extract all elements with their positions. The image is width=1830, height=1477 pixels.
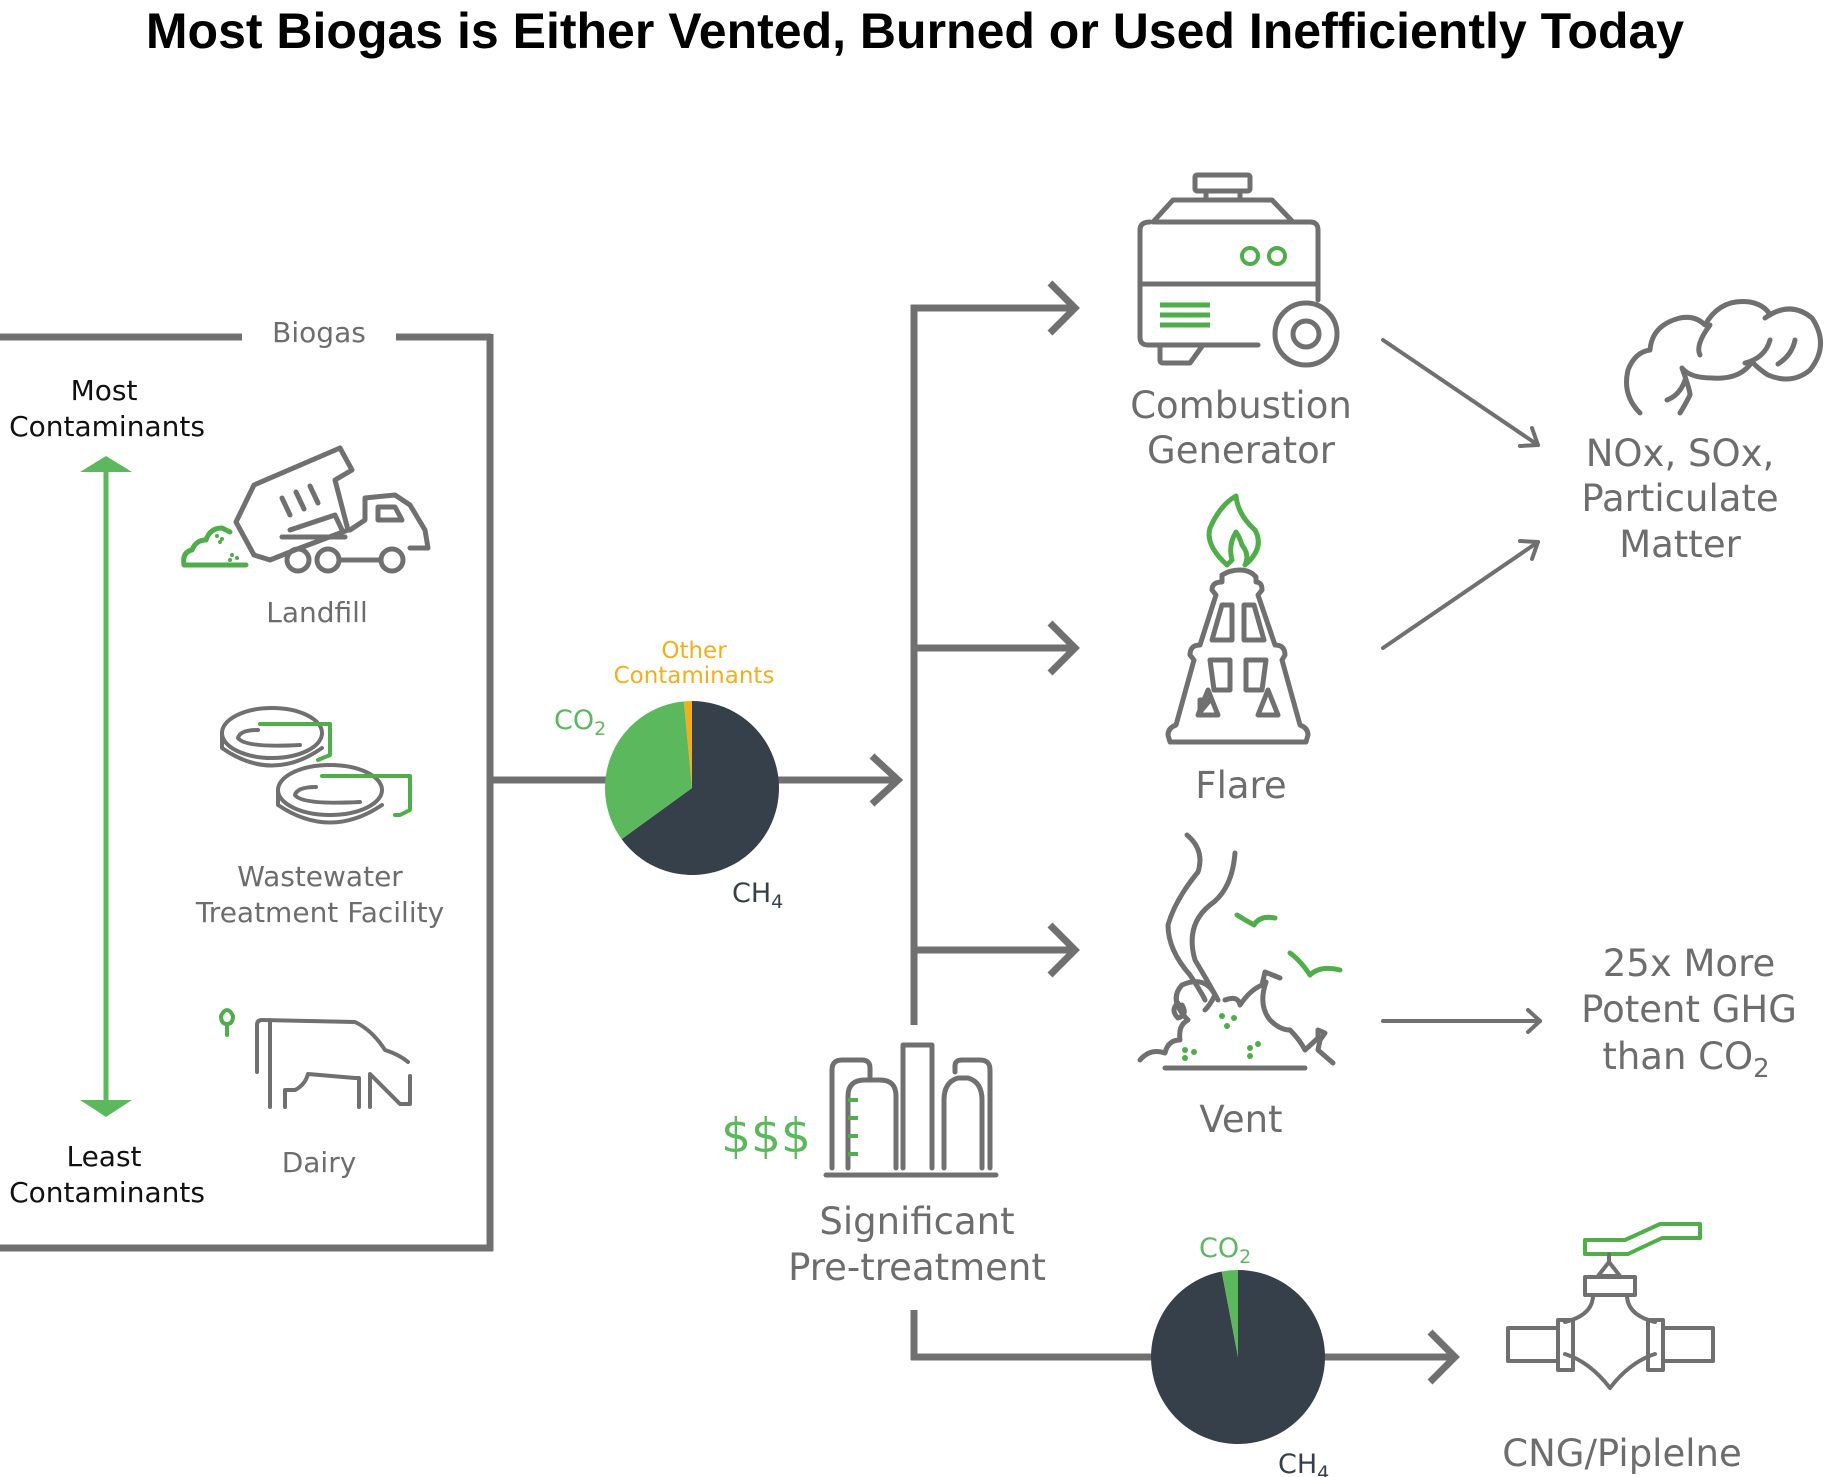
impact-ghg: 25x More Potent GHG than CO2 — [1581, 942, 1797, 1084]
outcome-label-flare: Flare — [1195, 764, 1286, 807]
generator-icon — [1137, 172, 1340, 368]
outcome-generator: Combustion Generator — [1130, 172, 1352, 472]
scale-bottom-label-2: Contaminants — [9, 1176, 205, 1209]
pie2-label-ch4: CH4 — [1278, 1449, 1329, 1477]
pipeline-label: CNG/Piplelne — [1502, 1432, 1741, 1475]
biogas-label: Biogas — [272, 316, 366, 349]
source-label-landfill: Landfill — [266, 596, 367, 629]
pie-slice-ch4 — [1151, 1270, 1325, 1445]
impact-arrowhead-icon — [1526, 1008, 1542, 1034]
processing-plant-icon — [823, 1042, 999, 1178]
source-label-wastewater-1: Wastewater — [237, 860, 403, 893]
pie-slice-other-contaminants — [683, 701, 692, 788]
branch-arrowhead-icon — [1047, 280, 1080, 336]
source-label-wastewater-2: Treatment Facility — [195, 896, 444, 929]
outcome-label-generator-1: Combustion — [1130, 384, 1352, 427]
branch-arrowhead-icon — [1047, 620, 1080, 676]
outcome-label-vent: Vent — [1199, 1098, 1282, 1141]
outcome-vent: Vent — [1137, 832, 1343, 1141]
impact-label-emissions-3: Matter — [1619, 523, 1741, 566]
branch-arrowhead-icon — [1047, 922, 1080, 978]
impact-emissions: NOx, SOx, Particulate Matter — [1581, 298, 1823, 566]
outcome-flare: Flare — [1165, 493, 1311, 807]
pie1-label-other-1: Other — [661, 638, 727, 664]
contaminant-scale: Most Contaminants Least Contaminants — [9, 374, 205, 1209]
pie-chart-raw-biogas — [605, 701, 780, 875]
pipeline-valve-icon — [1506, 1222, 1715, 1390]
flow-arrowhead-icon — [869, 753, 904, 807]
outcome-pipeline: CNG/Piplelne — [1502, 1222, 1742, 1475]
pretreatment-label-1: Significant — [819, 1200, 1014, 1243]
impact-label-ghg-3: than CO2 — [1602, 1035, 1769, 1084]
pie-chart-treated-gas — [1151, 1270, 1325, 1445]
impact-arrowhead-icon — [1518, 426, 1540, 448]
branch-connector — [910, 280, 1080, 1025]
pretreatment-label-2: Pre-treatment — [788, 1246, 1046, 1289]
pie-slice-co2 — [605, 701, 692, 840]
impact-label-ghg-2: Potent GHG — [1581, 988, 1797, 1031]
pie1-label-ch4: CH4 — [732, 878, 783, 913]
impact-label-ghg-1: 25x More — [1603, 942, 1775, 985]
outcome-label-generator-2: Generator — [1147, 429, 1336, 472]
pie1-label-other-2: Contaminants — [614, 663, 775, 689]
source-wastewater: Wastewater Treatment Facility — [195, 706, 444, 929]
source-label-dairy: Dairy — [282, 1146, 357, 1179]
impact-label-emissions-1: NOx, SOx, — [1586, 432, 1775, 475]
pie1-label-co2: CO2 — [554, 705, 606, 740]
scale-arrow-up-icon — [80, 456, 132, 472]
pie2-label-co2: CO2 — [1199, 1233, 1251, 1268]
scale-arrow-down-icon — [80, 1100, 132, 1117]
pie-slice-co2 — [1221, 1270, 1238, 1357]
impact-arrow-generator — [1381, 338, 1540, 447]
wastewater-tanks-icon — [220, 706, 412, 825]
impact-arrowhead-icon — [1518, 539, 1540, 561]
pretreatment: $$$ Significant Pre-treatment — [721, 1042, 1046, 1289]
impact-label-emissions-2: Particulate — [1581, 477, 1778, 520]
pipeline-arrowhead-icon — [1427, 1329, 1460, 1385]
scale-top-label-2: Contaminants — [9, 410, 205, 443]
dump-truck-icon — [181, 445, 431, 574]
pie-slice-ch4 — [621, 701, 780, 875]
smoke-cloud-icon — [1624, 298, 1823, 416]
impact-arrow-flare — [1381, 540, 1540, 650]
cow-icon — [219, 1008, 412, 1109]
page-title: Most Biogas is Either Vented, Burned or … — [146, 3, 1684, 59]
source-dairy: Dairy — [219, 1008, 412, 1179]
scale-bottom-label-1: Least — [66, 1140, 141, 1173]
scale-top-label-1: Most — [71, 374, 138, 407]
vent-icon — [1137, 832, 1343, 1071]
flare-icon — [1165, 493, 1311, 745]
source-landfill: Landfill — [181, 445, 431, 629]
pretreatment-cost: $$$ — [721, 1109, 811, 1164]
biogas-source-box: Biogas — [0, 316, 494, 1252]
